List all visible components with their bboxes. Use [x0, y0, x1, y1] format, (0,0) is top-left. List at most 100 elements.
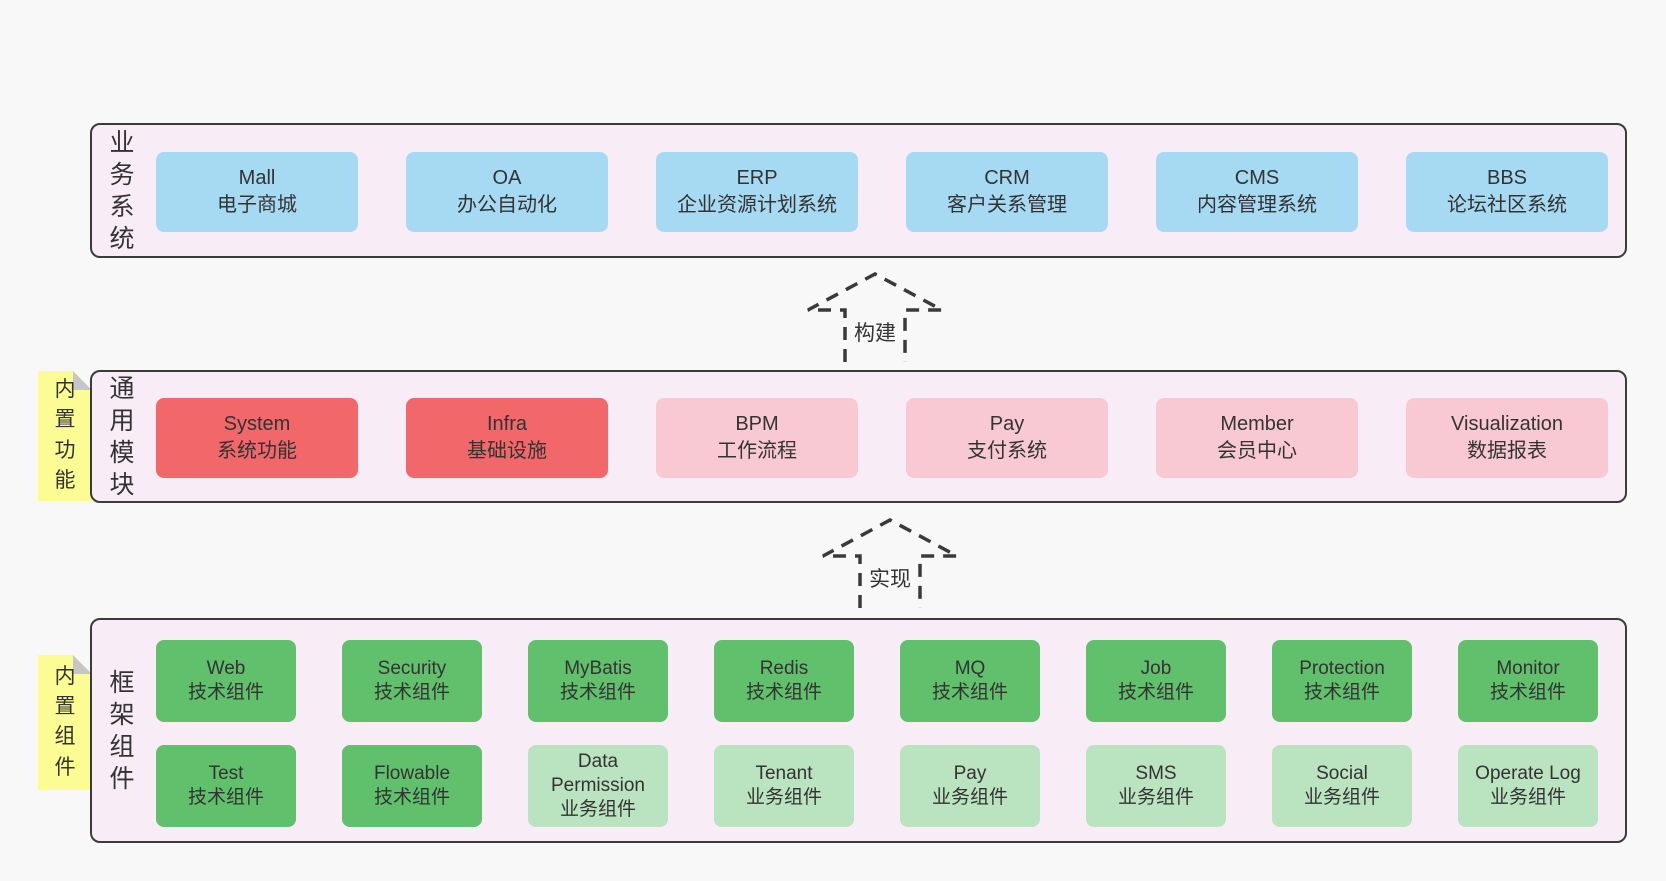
section-framework-components: 框架组件 Web 技术组件 Security 技术组件 MyBatis 技术组件…	[90, 618, 1627, 843]
box-name-zh: 技术组件	[187, 682, 264, 703]
box-name-zh: 业务组件	[745, 787, 822, 808]
box-name-en: Member	[1220, 413, 1294, 436]
arrow-implement-label: 实现	[862, 566, 918, 594]
box-flowable: Flowable 技术组件	[342, 745, 482, 827]
box-name-zh: 技术组件	[1489, 682, 1566, 703]
up-arrow-implement	[822, 518, 958, 608]
box-member: Member 会员中心	[1156, 398, 1358, 478]
box-data-permission: Data Permission 业务组件	[528, 745, 668, 827]
box-visualization: Visualization 数据报表	[1406, 398, 1608, 478]
box-name-zh: 技术组件	[187, 787, 264, 808]
box-name-en: Web	[206, 658, 246, 680]
business-box-row: Mall 电子商城 OA 办公自动化 ERP 企业资源计划系统 CRM 客户关系…	[156, 152, 1608, 232]
box-name-en: Visualization	[1451, 413, 1563, 436]
up-arrow-build	[807, 272, 943, 362]
box-name-en: Test	[208, 763, 244, 785]
box-name-zh: 技术组件	[931, 682, 1008, 703]
box-name-en: Operate Log	[1475, 763, 1581, 785]
box-name-zh: 业务组件	[1303, 787, 1380, 808]
box-name-zh: 基础设施	[467, 440, 547, 462]
box-name-en: Data Permission	[551, 751, 645, 797]
box-name-en: Security	[377, 658, 447, 680]
box-name-en: Job	[1140, 658, 1172, 680]
box-name-zh: 支付系统	[967, 440, 1047, 462]
box-name-en: Pay	[953, 763, 987, 785]
box-name-en: Infra	[486, 413, 528, 436]
box-name-en: Protection	[1299, 658, 1385, 680]
box-name-en: CRM	[984, 167, 1030, 190]
box-name-en: System	[223, 413, 291, 436]
box-name-zh: 企业资源计划系统	[677, 194, 837, 216]
box-name-zh: 业务组件	[1117, 787, 1194, 808]
box-protection: Protection 技术组件	[1272, 640, 1412, 722]
box-name-en: OA	[492, 167, 522, 190]
box-name-zh: 工作流程	[717, 440, 797, 462]
box-name-zh: 数据报表	[1467, 440, 1547, 462]
box-name-en: CMS	[1234, 167, 1280, 190]
box-sms: SMS 业务组件	[1086, 745, 1226, 827]
box-redis: Redis 技术组件	[714, 640, 854, 722]
box-system: System 系统功能	[156, 398, 358, 478]
box-security: Security 技术组件	[342, 640, 482, 722]
box-name-zh: 电子商城	[217, 194, 297, 216]
box-name-en: Social	[1316, 763, 1368, 785]
box-name-zh: 业务组件	[559, 798, 636, 820]
section-components-label: 框架组件	[109, 668, 135, 793]
box-mall: Mall 电子商城	[156, 152, 358, 232]
modules-box-row: System 系统功能 Infra 基础设施 BPM 工作流程 Pay 支付系统…	[156, 398, 1608, 478]
box-name-zh: 技术组件	[373, 787, 450, 808]
box-name-en: SMS	[1135, 763, 1177, 785]
section-business-systems: 业务系统 Mall 电子商城 OA 办公自动化 ERP 企业资源计划系统 CRM…	[90, 123, 1627, 258]
arrow-build-label: 构建	[847, 320, 903, 348]
box-name-zh: 系统功能	[217, 440, 297, 462]
box-name-zh: 技术组件	[1117, 682, 1194, 703]
box-name-zh: 会员中心	[1217, 440, 1297, 462]
box-bpm: BPM 工作流程	[656, 398, 858, 478]
box-name-zh: 内容管理系统	[1197, 194, 1317, 216]
section-modules-label: 通用模块	[109, 374, 135, 499]
note-built-in-features: 内置功能	[38, 371, 92, 501]
box-mq: MQ 技术组件	[900, 640, 1040, 722]
box-job: Job 技术组件	[1086, 640, 1226, 722]
box-name-en: BPM	[735, 413, 779, 436]
box-name-en: Redis	[759, 658, 809, 680]
box-name-zh: 办公自动化	[457, 194, 557, 216]
box-name-en: MQ	[954, 658, 986, 680]
box-crm: CRM 客户关系管理	[906, 152, 1108, 232]
box-name-zh: 论坛社区系统	[1447, 194, 1567, 216]
note-built-in-components: 内置组件	[38, 655, 92, 790]
box-erp: ERP 企业资源计划系统	[656, 152, 858, 232]
box-name-zh: 技术组件	[559, 682, 636, 703]
box-name-en: Pay	[989, 413, 1025, 436]
components-box-row-2: Test 技术组件 Flowable 技术组件 Data Permission …	[156, 745, 1598, 827]
components-box-row-1: Web 技术组件 Security 技术组件 MyBatis 技术组件 Redi…	[156, 640, 1598, 722]
box-web: Web 技术组件	[156, 640, 296, 722]
box-infra: Infra 基础设施	[406, 398, 608, 478]
box-monitor: Monitor 技术组件	[1458, 640, 1598, 722]
box-name-en: BBS	[1486, 167, 1528, 190]
box-operate-log: Operate Log 业务组件	[1458, 745, 1598, 827]
box-social: Social 业务组件	[1272, 745, 1412, 827]
box-name-en: Mall	[238, 167, 276, 190]
box-test: Test 技术组件	[156, 745, 296, 827]
box-oa: OA 办公自动化	[406, 152, 608, 232]
box-name-zh: 业务组件	[1489, 787, 1566, 808]
box-name-en: ERP	[736, 167, 778, 190]
section-business-label: 业务系统	[109, 128, 135, 253]
box-name-en: MyBatis	[564, 658, 632, 680]
box-name-zh: 技术组件	[745, 682, 822, 703]
box-name-en: Tenant	[755, 763, 813, 785]
box-name-zh: 业务组件	[931, 787, 1008, 808]
section-common-modules: 通用模块 System 系统功能 Infra 基础设施 BPM 工作流程 Pay…	[90, 370, 1627, 503]
box-pay: Pay 支付系统	[906, 398, 1108, 478]
box-name-en: Monitor	[1496, 658, 1560, 680]
box-bbs: BBS 论坛社区系统	[1406, 152, 1608, 232]
box-pay-business: Pay 业务组件	[900, 745, 1040, 827]
note-built-in-features-label: 内置功能	[54, 378, 76, 493]
box-tenant: Tenant 业务组件	[714, 745, 854, 827]
note-built-in-components-label: 内置组件	[54, 664, 76, 779]
box-name-zh: 技术组件	[1303, 682, 1380, 703]
box-mybatis: MyBatis 技术组件	[528, 640, 668, 722]
box-cms: CMS 内容管理系统	[1156, 152, 1358, 232]
box-name-zh: 技术组件	[373, 682, 450, 703]
